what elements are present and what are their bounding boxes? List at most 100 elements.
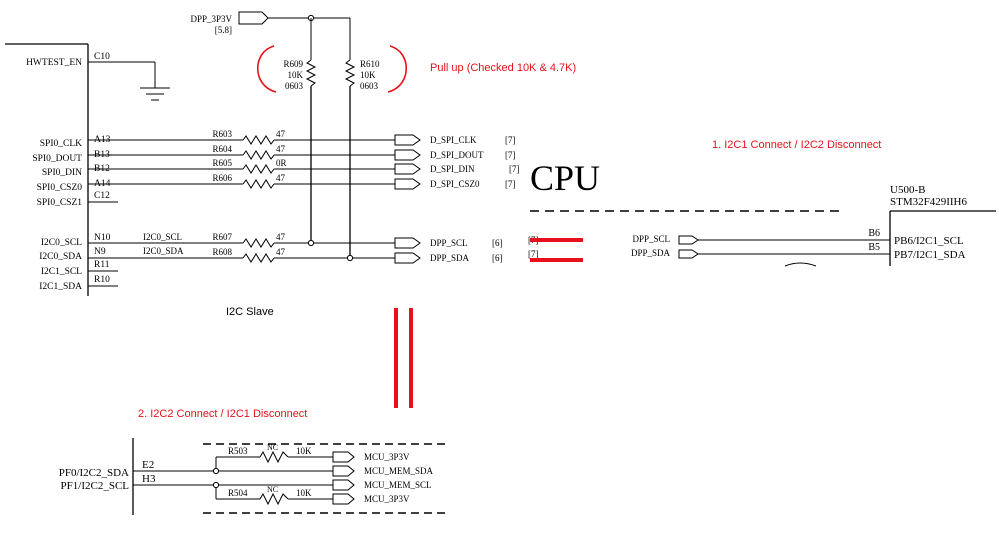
cpu-sda-page-ref: [7] — [528, 249, 539, 259]
off-page-port-2 — [394, 149, 421, 161]
r610-value: 10K — [360, 70, 376, 80]
series-net-page-6: [6] — [492, 253, 503, 263]
mcu-junction-sda — [212, 467, 220, 475]
series-resistor-symbol-5 — [242, 238, 275, 248]
junction-dot-scl — [307, 239, 315, 247]
pin-signal-hwtest-en: HWTEST_EN — [26, 58, 82, 68]
r609-package: 0603 — [285, 81, 304, 91]
cpu-signal-pb7: PB7/I2C1_SDA — [894, 249, 966, 261]
cpu-chip-part: STM32F429IIH6 — [890, 196, 968, 208]
series-resistor-symbol-2 — [242, 150, 275, 160]
off-page-port-1 — [394, 134, 421, 146]
cpu-net-dpp-scl: DPP_SCL — [632, 234, 670, 244]
r609-resistor-symbol — [305, 59, 317, 87]
pin-signal-i2c0-scl: I2C0_SCL — [41, 238, 82, 248]
series-net-label-6: DPP_SDA — [430, 253, 470, 263]
pin-signal-i2c0-sda: I2C0_SDA — [39, 252, 82, 262]
cpu-sda-port — [678, 249, 699, 259]
mcu-net-mem-scl: MCU_MEM_SCL — [364, 480, 432, 490]
r610-package: 0603 — [360, 81, 379, 91]
power-page-ref: [5.8] — [215, 25, 232, 35]
cpu-pin-b5: B5 — [868, 242, 880, 253]
series-net-label-3: D_SPI_DIN — [430, 164, 475, 174]
cpu-scl-port — [678, 235, 699, 245]
pin-signal-spi0-din: SPI0_DIN — [42, 168, 82, 178]
off-page-port-4 — [394, 178, 421, 190]
r504-nc: NC — [267, 485, 278, 494]
series-resistor-symbol-4 — [242, 179, 275, 189]
series-resistor-value-3: 0R — [276, 158, 287, 168]
mcu-junction-scl — [212, 481, 220, 489]
r610-ref: R610 — [360, 59, 380, 69]
red-connection-marks — [394, 238, 583, 408]
series-resistor-ref-3: R605 — [212, 158, 232, 168]
pullup-resistors: R609 10K 0603 R610 10K 0603 Pull up (Che… — [256, 18, 576, 258]
pin-number-c12: C12 — [94, 191, 110, 201]
series-resistor-value-6: 47 — [276, 247, 286, 257]
ground-icon — [140, 87, 170, 101]
series-resistor-ref-6: R608 — [212, 247, 232, 257]
r503-value: 10K — [296, 446, 312, 456]
series-resistor-ref-5: R607 — [212, 232, 232, 242]
cpu-area: CPU 1. I2C1 Connect / I2C2 Disconnect [7… — [528, 139, 996, 267]
mcu-signal-pf1: PF1/I2C2_SCL — [61, 480, 130, 492]
series-resistor-ref-4: R606 — [212, 173, 232, 183]
series-net-page-4: [7] — [505, 179, 516, 189]
series-resistor-ref-1: R603 — [212, 129, 232, 139]
option1-annotation: 1. I2C1 Connect / I2C2 Disconnect — [712, 139, 881, 151]
r503-resistor-symbol — [259, 450, 289, 464]
series-resistor-value-4: 47 — [276, 173, 286, 183]
r504-ref: R504 — [228, 488, 248, 498]
option2-annotation: 2. I2C2 Connect / I2C1 Disconnect — [138, 408, 307, 420]
r610-resistor-symbol — [344, 59, 356, 87]
pin-signal-i2c1-sda: I2C1_SDA — [39, 282, 82, 292]
mcu-port-3p3v-top — [332, 451, 355, 463]
pin-signal-spi0-csz1: SPI0_CSZ1 — [37, 198, 83, 208]
pin-number-n9: N9 — [94, 247, 106, 257]
r504-resistor-symbol — [259, 492, 289, 506]
series-resistor-value-2: 47 — [276, 144, 286, 154]
mcu-net-3p3v-top: MCU_3P3V — [364, 452, 410, 462]
cpu-label: CPU — [530, 158, 600, 198]
r503-nc: NC — [267, 443, 278, 452]
off-page-port-5 — [394, 237, 421, 249]
pin-signal-spi0-csz0: SPI0_CSZ0 — [37, 183, 83, 193]
pullup-annotation: Pull up (Checked 10K & 4.7K) — [430, 62, 576, 74]
junction-dot-sda — [346, 254, 354, 262]
r609-value: 10K — [288, 70, 304, 80]
series-net-label-5: DPP_SCL — [430, 238, 468, 248]
cpu-net-dpp-sda: DPP_SDA — [631, 248, 671, 258]
wire-crossover-arc — [784, 262, 817, 267]
cpu-signal-pb6: PB6/I2C1_SCL — [894, 235, 964, 247]
cpu-chip-ref: U500-B — [890, 184, 925, 196]
mcu-net-3p3v-bottom: MCU_3P3V — [364, 494, 410, 504]
series-net-page-5: [6] — [492, 238, 503, 248]
pin-signal-i2c1-scl: I2C1_SCL — [41, 267, 82, 277]
pin-signal-spi0-dout: SPI0_DOUT — [32, 154, 82, 164]
mcu-pin-e2: E2 — [142, 459, 154, 471]
mcu-block: PF0/I2C2_SDA PF1/I2C2_SCL E2 H3 R503 NC … — [59, 438, 445, 515]
series-resistor-value-1: 47 — [276, 129, 286, 139]
mcu-net-mem-sda: MCU_MEM_SDA — [364, 466, 434, 476]
mcu-port-mem-sda — [332, 465, 355, 477]
pin-signal-spi0-clk: SPI0_CLK — [40, 139, 82, 149]
pullup-left-bracket — [256, 45, 277, 93]
series-resistor-ref-2: R604 — [212, 144, 232, 154]
off-page-port-6 — [394, 252, 421, 264]
r504-value: 10K — [296, 488, 312, 498]
i2c-slave-label: I2C Slave — [226, 306, 274, 318]
series-net-page-1: [7] — [505, 135, 516, 145]
series-resistor-symbol-1 — [242, 135, 275, 145]
power-net-label: DPP_3P3V — [190, 14, 232, 24]
net-label-i2c0-sda: I2C0_SDA — [143, 246, 184, 256]
pullup-right-bracket — [387, 45, 408, 93]
series-net-label-4: D_SPI_CSZ0 — [430, 179, 480, 189]
series-net-page-2: [7] — [505, 150, 516, 160]
r503-ref: R503 — [228, 446, 248, 456]
net-label-i2c0-scl: I2C0_SCL — [143, 232, 182, 242]
off-page-port-3 — [394, 163, 421, 175]
r609-ref: R609 — [283, 59, 303, 69]
pin-number-r11: R11 — [94, 260, 110, 270]
mcu-port-mem-scl — [332, 479, 355, 491]
